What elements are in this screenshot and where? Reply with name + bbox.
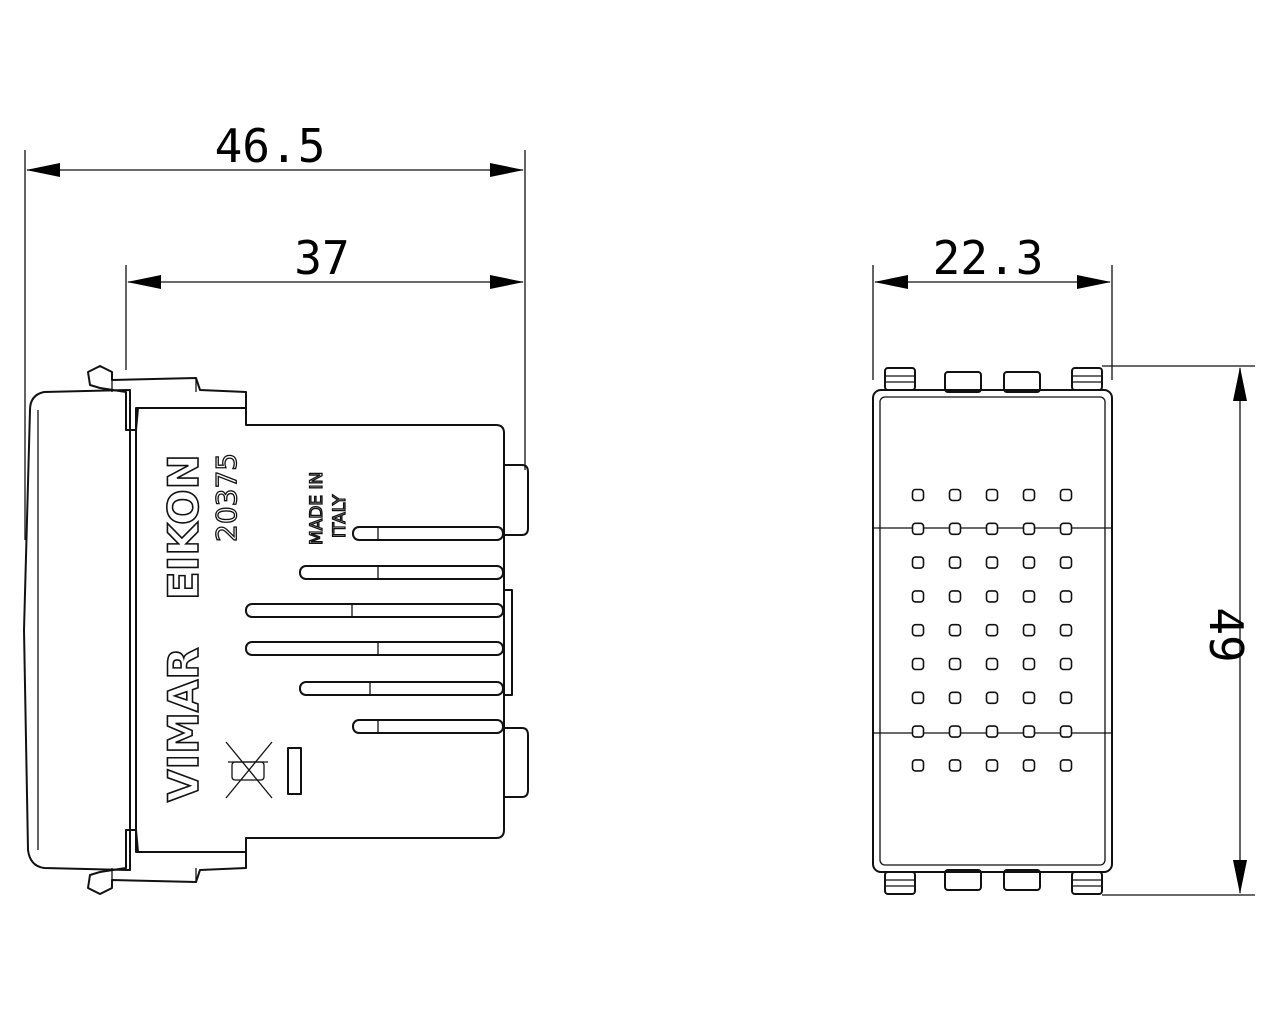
grille-hole [911,590,925,603]
grille-hole [911,623,925,637]
dimension-width-label: 22.3 [933,231,1044,285]
grille-hole [985,657,999,671]
grille-hole [948,657,962,671]
grille-hole [1022,657,1036,671]
front-cover-outline [23,389,131,871]
contact-slots [245,526,504,734]
grille-hole [985,556,999,569]
grille-hole [1059,657,1073,671]
bottom-clip [87,829,247,895]
grille-hole [1059,488,1073,502]
dimension-width: 22.3 [874,231,1111,289]
grille-hole [985,691,999,705]
grille-hole [1059,590,1073,603]
dimension-height: 49 [1199,367,1253,894]
grille-hole [948,590,962,603]
grille-hole [1022,556,1036,569]
rear-terminal-middle [503,589,513,696]
grille-hole [911,691,925,705]
grille-hole [948,623,962,637]
made-in-line1: MADE IN [307,472,327,545]
top-clip [87,365,247,431]
grille-hole [1059,522,1073,536]
grille-hole [948,522,962,536]
grille-hole [1059,759,1073,772]
dimension-body-depth: 37 [127,231,524,289]
grille-hole [1022,623,1036,637]
dimension-body-depth-label: 37 [294,231,349,285]
module-body-outline [135,407,505,853]
top-tabs [884,367,1103,393]
speaker-grille [911,488,1073,772]
grille-hole [1059,725,1073,738]
grille-hole [911,522,925,536]
dimension-overall-depth-label: 46.5 [215,119,326,173]
front-view: 22.3 49 [872,231,1255,896]
grille-hole [911,725,925,738]
grille-hole [985,488,999,502]
grille-hole [1059,691,1073,705]
grille-hole [911,657,925,671]
brand-vimar: VIMAR [159,647,208,802]
front-face-outline [872,389,1113,873]
dimension-overall-depth: 46.5 [26,119,524,177]
grille-hole [948,488,962,502]
grille-hole [1022,590,1036,603]
grille-hole [1022,522,1036,536]
rear-terminal-upper [503,464,529,536]
grille-hole [948,759,962,772]
grille-hole [985,590,999,603]
grille-hole [1059,556,1073,569]
grille-hole [948,691,962,705]
grille-hole [911,556,925,569]
product-code: 20375 [210,453,243,542]
rear-terminal-lower [503,727,529,798]
bottom-tabs [884,869,1103,895]
grille-hole [1022,725,1036,738]
grille-hole [948,725,962,738]
marking-bar [287,747,302,795]
weee-bin-icon [225,741,273,799]
made-in-line2: ITALY [330,494,350,538]
dimension-height-label: 49 [1199,607,1253,662]
grille-hole [985,725,999,738]
grille-hole [985,522,999,536]
grille-hole [985,759,999,772]
grille-hole [911,759,925,772]
grille-hole [985,623,999,637]
grille-hole [1022,759,1036,772]
side-view: 46.5 37 [23,119,529,895]
grille-hole [948,556,962,569]
grille-hole [1022,488,1036,502]
grille-hole [1059,623,1073,637]
series-eikon: EIKON [159,454,208,600]
grille-hole [1022,691,1036,705]
grille-hole [911,488,925,502]
